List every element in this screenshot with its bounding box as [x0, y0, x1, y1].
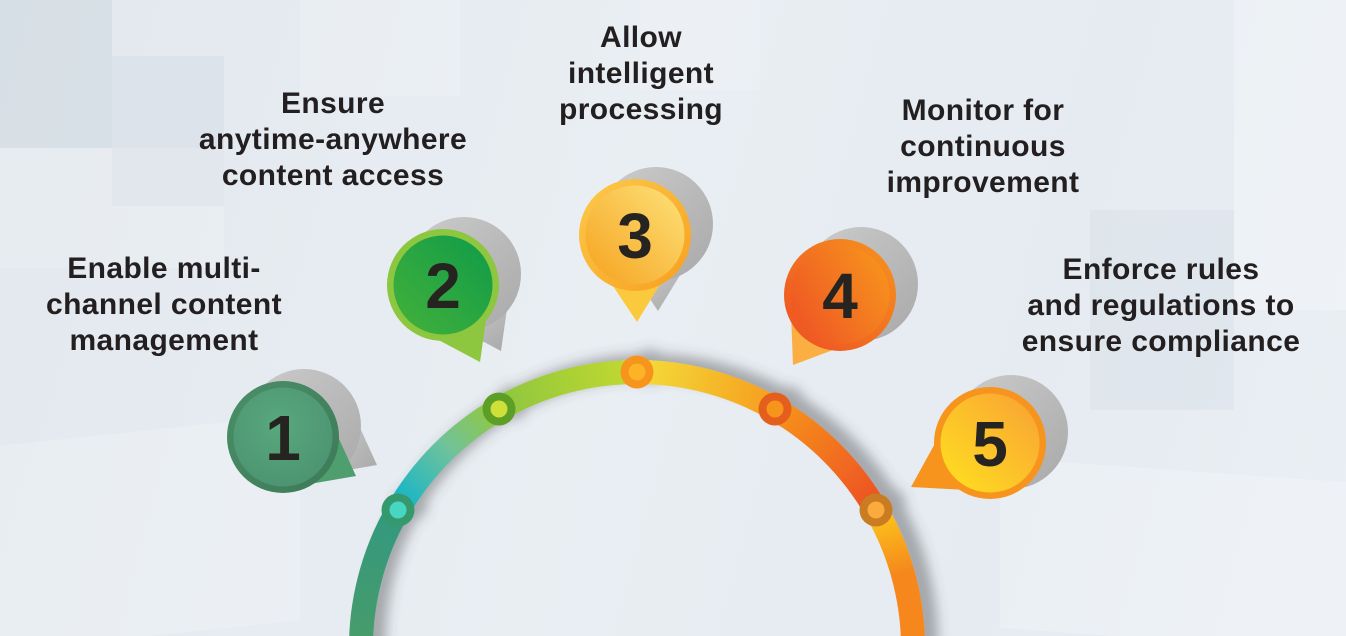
- label-line: and regulations to: [1027, 289, 1295, 322]
- label-line: Allow: [600, 21, 682, 54]
- bubble-fill: [233, 387, 333, 487]
- bubble-fill: [393, 235, 493, 335]
- step-4-label: Monitor for continuous improvement: [833, 93, 1133, 201]
- bubble-fill: [940, 393, 1040, 493]
- step-bubble-3: 3: [579, 167, 713, 322]
- label-line: management: [69, 324, 259, 357]
- arc-segment-1: [349, 503, 409, 636]
- arc-segment-6: [865, 503, 925, 636]
- label-line: intelligent: [567, 57, 715, 90]
- step-number-3: 3: [617, 200, 653, 272]
- label-line: continuous: [900, 130, 1066, 163]
- label-line: processing: [558, 93, 724, 126]
- node-dot: [867, 501, 885, 519]
- step-number-1: 1: [265, 402, 301, 474]
- step-number-4: 4: [822, 260, 858, 332]
- arc-node-1: [381, 493, 415, 527]
- arc-segment-5: [768, 398, 887, 517]
- label-line: Enforce rules: [1062, 253, 1260, 286]
- arc-node-2: [482, 392, 516, 426]
- bubble-fill: [585, 185, 685, 285]
- label-line: anytime-anywhere: [198, 123, 468, 156]
- step-3-label: Allow intelligent processing: [491, 20, 791, 128]
- step-2-label: Ensure anytime-anywhere content access: [163, 86, 503, 194]
- arc-node-5: [859, 493, 893, 527]
- node-dot: [389, 501, 407, 519]
- arc-segment-2: [387, 398, 506, 517]
- step-number-2: 2: [425, 250, 461, 322]
- node-dot: [766, 400, 784, 418]
- label-line: Ensure: [280, 87, 386, 120]
- arc-segment-3: [493, 360, 638, 420]
- label-line: Monitor for: [901, 94, 1065, 127]
- step-5-label: Enforce rules and regulations to ensure …: [981, 252, 1341, 360]
- label-line: improvement: [886, 166, 1080, 199]
- node-dot: [628, 363, 646, 381]
- arc-node-3: [620, 355, 654, 389]
- label-line: Enable multi-: [67, 252, 261, 285]
- label-line: content access: [221, 159, 445, 192]
- step-number-5: 5: [972, 408, 1008, 480]
- step-1-label: Enable multi- channel content management: [0, 251, 334, 359]
- step-bubble-4: 4: [784, 227, 918, 365]
- label-line: ensure compliance: [1021, 325, 1301, 358]
- step-bubble-2: 2: [387, 217, 521, 362]
- arc-segment-4: [636, 360, 781, 420]
- step-bubble-1: 1: [227, 369, 377, 493]
- label-line: channel content: [45, 288, 283, 321]
- bubble-fill: [790, 245, 890, 345]
- arc-node-4: [758, 392, 792, 426]
- node-dot: [490, 400, 508, 418]
- step-bubble-5: 5: [911, 375, 1068, 499]
- process-arc: [349, 355, 925, 636]
